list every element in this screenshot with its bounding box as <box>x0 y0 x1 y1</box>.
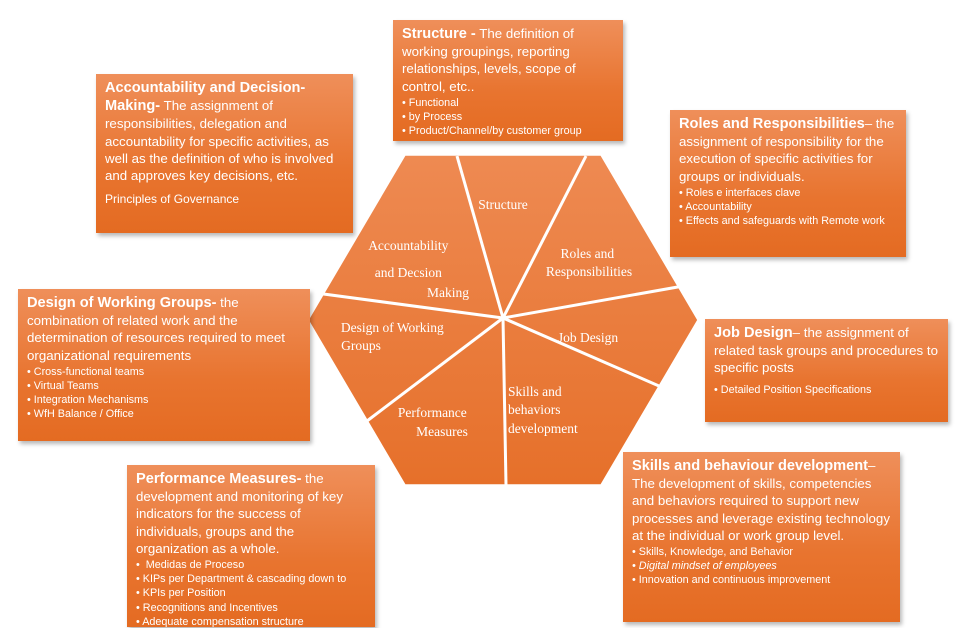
accountability-desc-text: The assignment of responsibilities, dele… <box>105 98 334 184</box>
segment-job-design: Job Design <box>558 330 619 345</box>
list-item: KIPs per Department & cascading down to <box>136 572 367 586</box>
list-item: Recognitions and Incentives <box>136 601 367 615</box>
job-design-bullets: Detailed Position Specifications <box>714 383 940 397</box>
performance-box: Performance Measures- the development an… <box>127 465 375 627</box>
skills-title: Skills and behaviour development <box>632 458 868 474</box>
performance-desc-text: the development and monitoring of key in… <box>136 471 343 556</box>
skills-desc-text: – The development of skills, competencie… <box>632 458 890 543</box>
job-design-box: Job Design– the assignment of related ta… <box>705 319 948 422</box>
governance-principles: Principles of Governance <box>105 192 240 207</box>
accountability-title: Accountability and Decision-Making- <box>105 80 306 115</box>
roles-description: Roles and Responsibilities– the assignme… <box>679 115 898 185</box>
list-item: Innovation and continuous improvement <box>632 573 892 587</box>
list-item: Virtual Teams <box>27 379 302 393</box>
roles-box: Roles and Responsibilities– the assignme… <box>670 110 906 257</box>
list-item: Functional <box>402 96 615 110</box>
list-item: Integration Mechanisms <box>27 393 302 407</box>
skills-bullets: Skills, Knowledge, and Behavior Digital … <box>632 545 892 588</box>
list-item: KPIs per Position <box>136 586 367 600</box>
roles-desc-text: – the assignment of responsibility for t… <box>679 116 895 184</box>
list-item: Roles e interfaces clave <box>679 186 898 200</box>
design-groups-bullets: Cross-functional teams Virtual Teams Int… <box>27 365 302 422</box>
skills-description: Skills and behaviour development– The de… <box>632 457 892 544</box>
performance-description: Performance Measures- the development an… <box>136 470 367 557</box>
list-item: Detailed Position Specifications <box>714 383 940 397</box>
design-groups-box: Design of Working Groups- the combinatio… <box>18 289 310 441</box>
structure-description: Structure - The definition of working gr… <box>402 25 615 95</box>
accountability-box: Accountability and Decision-Making- The … <box>96 74 353 233</box>
structure-bullets: Functional by Process Product/Channel/by… <box>402 96 615 139</box>
structure-box: Structure - The definition of working gr… <box>393 20 623 141</box>
roles-title: Roles and Responsibilities <box>679 116 865 132</box>
segment-roles: Roles and Responsibilities <box>546 246 632 279</box>
list-item: by Process <box>402 110 615 124</box>
segment-accountability: Accountability and Decsion Making <box>368 238 469 300</box>
list-item: Effects and safeguards with Remote work <box>679 214 898 228</box>
list-item: Product/Channel/by customer group <box>402 124 615 138</box>
structure-desc-text: The definition of working groupings, rep… <box>402 26 576 94</box>
job-design-title: Job Design <box>714 325 793 341</box>
segment-performance: Performance Measures <box>398 405 470 439</box>
list-item: Adequate compensation structure <box>136 615 367 627</box>
roles-bullets: Roles e interfaces clave Accountability … <box>679 186 898 229</box>
performance-bullets: Medidas de Proceso KIPs per Department &… <box>136 558 367 627</box>
list-item: Cross-functional teams <box>27 365 302 379</box>
design-groups-desc-text: the combination of related work and the … <box>27 295 285 363</box>
design-groups-title: Design of Working Groups- <box>27 295 217 311</box>
list-item: Medidas de Proceso <box>136 558 367 572</box>
list-item: Digital mindset of employees <box>632 559 892 573</box>
segment-structure: Structure <box>478 197 528 212</box>
list-item: Skills, Knowledge, and Behavior <box>632 545 892 559</box>
job-design-description: Job Design– the assignment of related ta… <box>714 324 940 377</box>
hexagon-dividers <box>315 155 690 486</box>
segment-design-groups: Design of Working Groups <box>341 320 447 353</box>
accountability-description: Accountability and Decision-Making- The … <box>105 79 345 184</box>
job-design-desc-text: – the assignment of related task groups … <box>714 325 938 376</box>
performance-title: Performance Measures- <box>136 471 302 487</box>
list-item: WfH Balance / Office <box>27 407 302 421</box>
list-item: Accountability <box>679 200 898 214</box>
segment-skills: Skills and behaviors development <box>508 384 578 436</box>
design-groups-description: Design of Working Groups- the combinatio… <box>27 294 302 364</box>
structure-title: Structure - <box>402 26 476 42</box>
skills-box: Skills and behaviour development– The de… <box>623 452 900 622</box>
